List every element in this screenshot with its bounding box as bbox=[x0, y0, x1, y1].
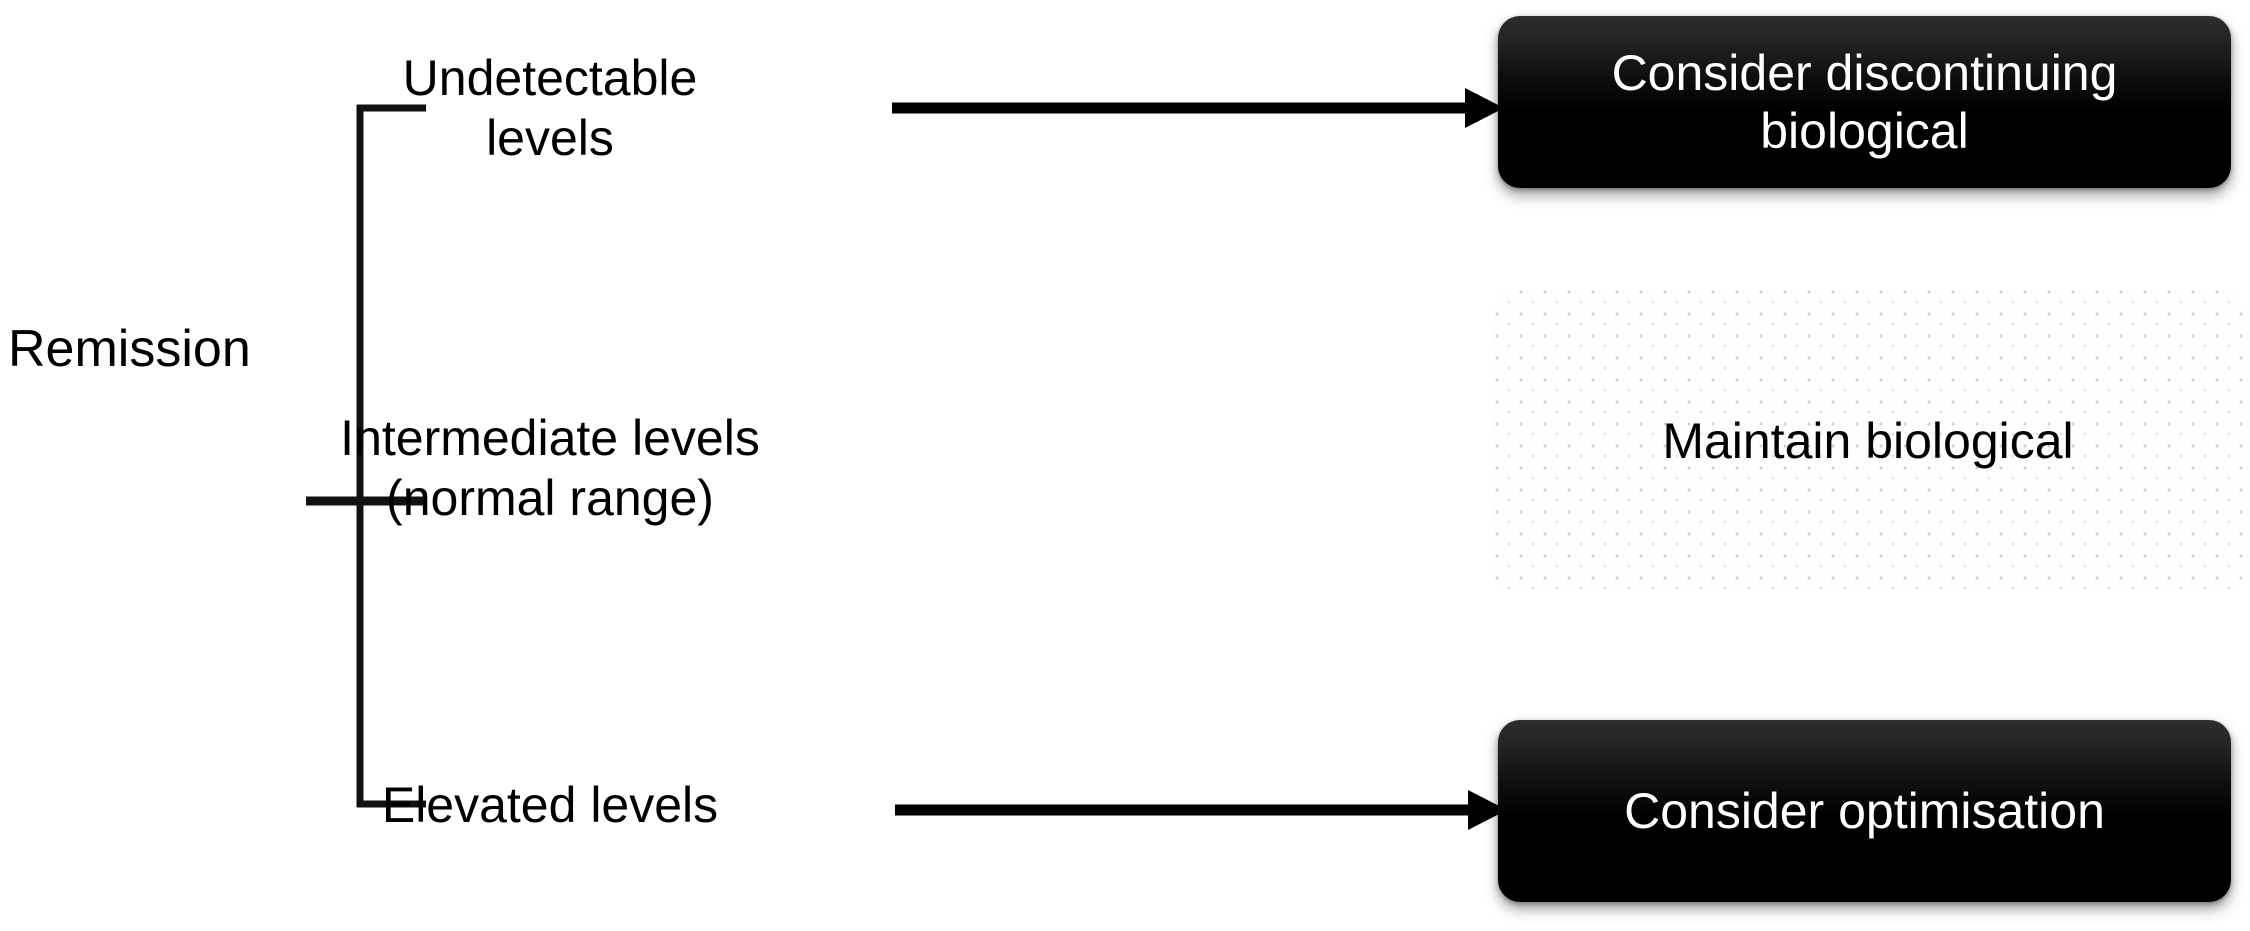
level-label-undetectable: Undetectable levels bbox=[402, 50, 698, 166]
action-box-maintain-label: Maintain biological bbox=[1662, 412, 2074, 469]
level-label-intermediate: Intermediate levels (normal range) bbox=[340, 410, 760, 526]
action-box-consider-optimisation[interactable]: Consider optimisation bbox=[1498, 720, 2231, 902]
arrow-undetectable-to-discontinue bbox=[892, 88, 1504, 128]
root-node-remission: Remission bbox=[8, 320, 251, 378]
arrow-elevated-to-optimise bbox=[895, 790, 1507, 830]
action-box-optimise-label: Consider optimisation bbox=[1624, 783, 2105, 839]
bracket-connector bbox=[306, 104, 426, 808]
level-label-elevated: Elevated levels bbox=[381, 777, 719, 833]
action-box-maintain-biological[interactable]: Maintain biological bbox=[1493, 288, 2243, 593]
action-box-discontinue-label: Consider discontinuing biological bbox=[1611, 45, 2118, 159]
action-box-discontinue-biological[interactable]: Consider discontinuing biological bbox=[1498, 16, 2231, 188]
